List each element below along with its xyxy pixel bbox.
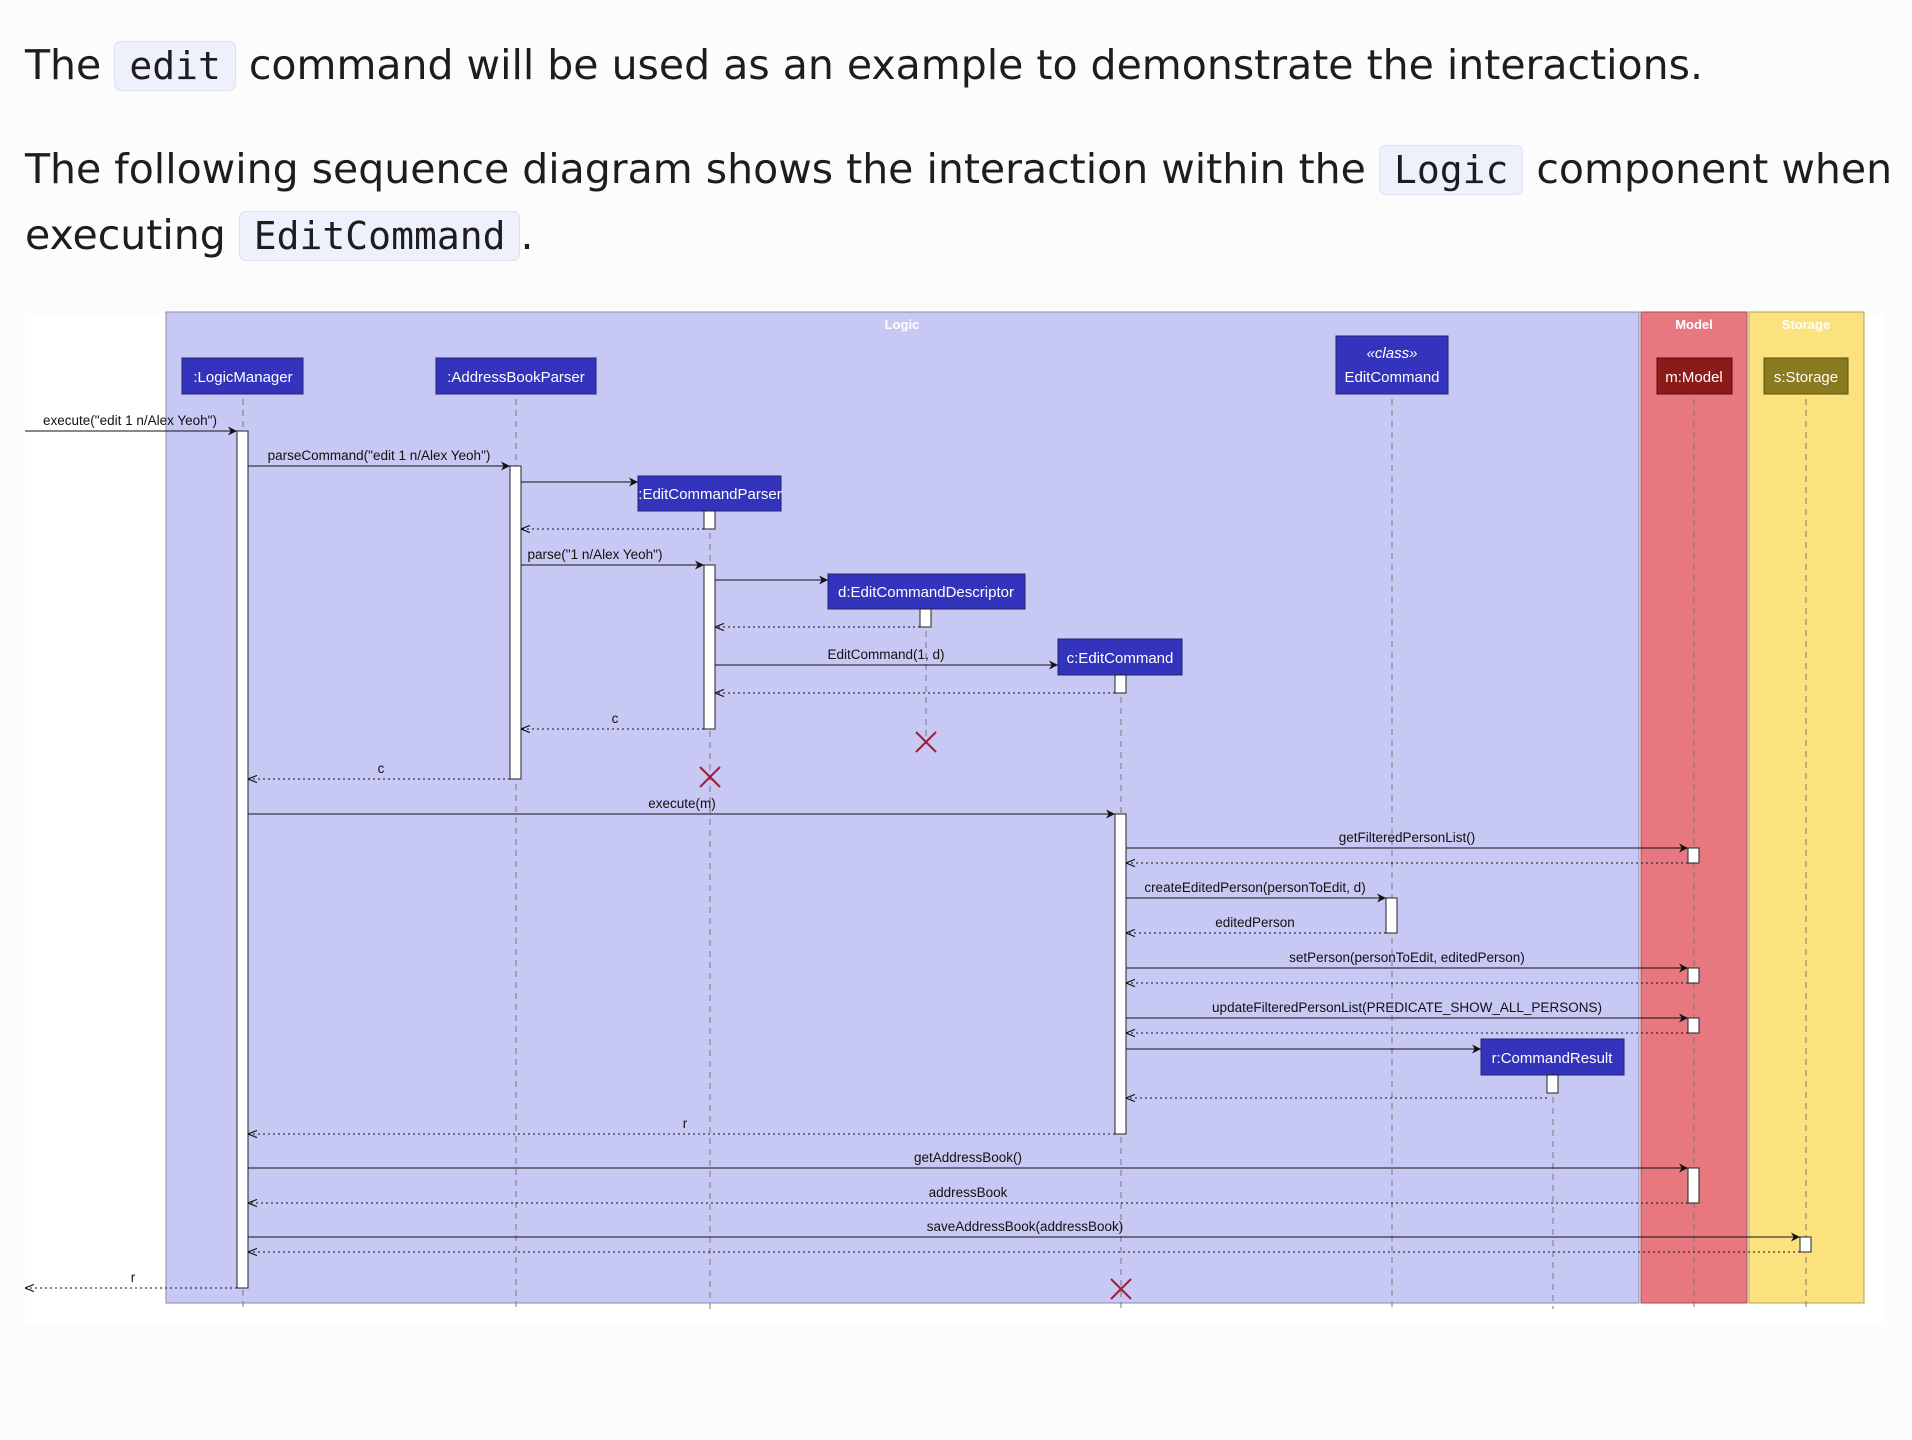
activation-bars — [236, 430, 1812, 1289]
message-label: addressBook — [929, 1185, 1008, 1200]
activation-model-2 — [1687, 967, 1700, 984]
message-label: execute(m) — [648, 796, 716, 811]
message-update-filtered-person-list: updateFilteredPersonList(PREDICATE_SHOW_… — [1126, 1000, 1688, 1023]
message-execute-m: execute(m) — [248, 796, 1115, 819]
intro-text: . — [520, 211, 534, 259]
participant-label: r:CommandResult — [1492, 1050, 1614, 1067]
message-label: execute("edit 1 n/Alex Yeoh") — [43, 413, 217, 428]
message-create-editcommand: EditCommand(1, d) — [715, 647, 1058, 670]
message-label: getFilteredPersonList() — [1339, 830, 1476, 845]
message-label: setPerson(personToEdit, editedPerson) — [1289, 950, 1525, 965]
destroy-marks — [699, 731, 1132, 1300]
intro-text: The — [25, 41, 102, 89]
participant-editcommandparser: :EditCommandParser — [637, 475, 782, 512]
activation-model-4 — [1687, 1167, 1700, 1204]
participant-label: :EditCommandParser — [638, 486, 781, 503]
participant-commandresult: r:CommandResult — [1480, 1038, 1625, 1076]
message-return-r-external: r — [25, 1270, 237, 1288]
message-return-c-to-logicmanager: c — [248, 761, 510, 779]
activation-storage — [1799, 1236, 1812, 1253]
activation-addressbookparser — [509, 465, 522, 780]
group-title-model: Model — [1675, 317, 1713, 332]
participant-label: :LogicManager — [193, 369, 292, 386]
message-label: EditCommand(1, d) — [827, 647, 944, 662]
group-title-storage: Storage — [1782, 317, 1830, 332]
group-logic: Logic — [165, 311, 1640, 1304]
message-get-address-book: getAddressBook() — [248, 1150, 1688, 1173]
participant-label: :AddressBookParser — [447, 369, 585, 386]
activation-editcommand-class — [1385, 897, 1398, 934]
message-get-filtered-person-list: getFilteredPersonList() — [1126, 830, 1688, 853]
participant-descriptor: d:EditCommandDescriptor — [827, 573, 1026, 610]
activation-editcommandparser-parse — [703, 564, 716, 730]
destroy-editcommandparser-icon — [699, 766, 721, 788]
sequence-diagram: Logic Model Storage :LogicManager :Addre… — [25, 311, 1885, 1324]
intro-paragraph-2: The following sequence diagram shows the… — [25, 136, 1892, 203]
inline-code-logic: Logic — [1378, 145, 1524, 195]
destroy-editcommand-icon — [1110, 1278, 1132, 1300]
message-label: createEditedPerson(personToEdit, d) — [1144, 880, 1365, 895]
participant-stereotype: «class» — [1367, 345, 1418, 362]
intro-text: executing — [25, 211, 226, 259]
message-return-edited-person: editedPerson — [1126, 915, 1386, 933]
activation-model-1 — [1687, 847, 1700, 864]
participant-label: d:EditCommandDescriptor — [838, 584, 1014, 601]
message-label: c — [378, 761, 385, 776]
activation-editcommand-execute — [1114, 813, 1127, 1135]
participant-editcommand-instance: c:EditCommand — [1057, 638, 1183, 676]
inline-code-editcommand: EditCommand — [238, 211, 521, 261]
message-set-person: setPerson(personToEdit, editedPerson) — [1126, 950, 1688, 973]
participant-model: m:Model — [1656, 357, 1733, 395]
message-label: r — [683, 1116, 688, 1131]
message-parse-command: parseCommand("edit 1 n/Alex Yeoh") — [248, 448, 510, 471]
message-save-address-book: saveAddressBook(addressBook) — [248, 1219, 1800, 1242]
message-label: editedPerson — [1215, 915, 1295, 930]
intro-paragraph-1: The edit command will be used as an exam… — [25, 32, 1703, 99]
messages: execute("edit 1 n/Alex Yeoh") parseComma… — [25, 413, 1800, 1288]
message-label: saveAddressBook(addressBook) — [927, 1219, 1124, 1234]
group-title-logic: Logic — [885, 317, 920, 332]
intro-text: The following sequence diagram shows the… — [25, 145, 1366, 193]
intro-text: command will be used as an example to de… — [248, 41, 1704, 89]
participant-editcommand-class: «class» EditCommand — [1335, 335, 1449, 395]
activation-descriptor — [919, 608, 932, 628]
message-label: parse("1 n/Alex Yeoh") — [528, 547, 663, 562]
message-label: c — [612, 711, 619, 726]
message-label: updateFilteredPersonList(PREDICATE_SHOW_… — [1212, 1000, 1602, 1015]
participant-label: c:EditCommand — [1067, 650, 1174, 667]
activation-editcommand-create — [1114, 674, 1127, 694]
participant-logicmanager: :LogicManager — [181, 357, 304, 395]
message-execute-command: execute("edit 1 n/Alex Yeoh") — [25, 413, 237, 436]
message-return-address-book: addressBook — [248, 1185, 1688, 1203]
message-return-c-to-parser: c — [521, 711, 704, 729]
intro-paragraph-2-cont: executing EditCommand. — [25, 202, 534, 269]
participant-label: EditCommand — [1344, 369, 1439, 386]
message-label: r — [131, 1270, 136, 1285]
message-return-r-to-logicmanager: r — [248, 1116, 1115, 1134]
message-label: getAddressBook() — [914, 1150, 1022, 1165]
inline-code-edit: edit — [114, 41, 236, 91]
participant-addressbookparser: :AddressBookParser — [435, 357, 597, 395]
message-label: parseCommand("edit 1 n/Alex Yeoh") — [268, 448, 491, 463]
destroy-descriptor-icon — [915, 731, 937, 753]
activation-model-3 — [1687, 1017, 1700, 1034]
activation-editcommandparser-create — [703, 510, 716, 530]
participant-label: s:Storage — [1774, 369, 1838, 386]
message-parse: parse("1 n/Alex Yeoh") — [521, 547, 704, 570]
participant-label: m:Model — [1665, 369, 1723, 386]
message-create-edited-person: createEditedPerson(personToEdit, d) — [1126, 880, 1386, 903]
activation-commandresult — [1546, 1074, 1559, 1094]
intro-text: component when — [1536, 145, 1893, 193]
activation-logicmanager — [236, 430, 249, 1289]
participant-storage: s:Storage — [1763, 357, 1849, 395]
